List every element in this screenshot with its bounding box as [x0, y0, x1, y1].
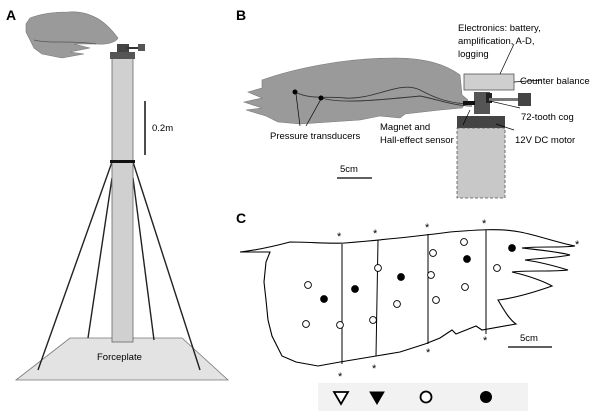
open-circle-marker — [432, 296, 440, 304]
marker-star: * — [372, 363, 377, 375]
open-circle-icon — [419, 390, 433, 404]
open-circle-marker — [460, 238, 468, 246]
marker-star: * — [483, 335, 488, 347]
transducer-2 — [318, 95, 324, 101]
section-dividers — [341, 230, 487, 364]
cog-label: 72-tooth cog — [521, 112, 574, 123]
panel-b-label: B — [236, 7, 246, 23]
marker-star: * — [482, 218, 487, 230]
open-circle-marker — [461, 283, 469, 291]
marker-star: * — [338, 371, 343, 383]
marker-star: * — [426, 347, 431, 359]
marker-star: * — [373, 228, 378, 240]
marker-star: * — [425, 222, 430, 234]
scale-label-b: 5cm — [340, 164, 358, 175]
marker-star: * — [337, 231, 342, 243]
mount-small — [117, 44, 129, 52]
transducer-1 — [292, 89, 298, 95]
panel-c-label: C — [236, 210, 246, 226]
motor-body — [456, 127, 506, 199]
electronics-box — [463, 73, 515, 91]
open-circle-marker — [493, 264, 501, 272]
filled-circle-marker — [351, 285, 359, 293]
filled-circle-marker — [397, 273, 405, 281]
pole-joint — [110, 160, 135, 163]
forceplate — [14, 337, 230, 381]
filled-circle-marker — [463, 255, 471, 263]
panel-a-label: A — [6, 7, 16, 23]
section-markers: * * * * * * * * * — [337, 218, 580, 383]
counter-balance-label: Counter balance — [520, 76, 590, 87]
magnet — [463, 101, 475, 105]
open-circle-marker — [374, 264, 382, 272]
symbol-legend — [318, 383, 528, 411]
electronics-label-3: logging — [458, 49, 489, 60]
marker-star: * — [575, 239, 580, 251]
panel-b-apparatus — [242, 57, 531, 199]
pole — [111, 57, 134, 343]
leader-lines-b — [295, 43, 543, 131]
open-circle-marker — [304, 281, 312, 289]
open-circle-marker — [369, 316, 377, 324]
panel-a-rig — [14, 11, 230, 381]
transducers-label: Pressure transducers — [270, 131, 361, 142]
open-circle-marker — [393, 300, 401, 308]
filled-circle-marker — [508, 244, 516, 252]
pole-cap — [110, 52, 135, 59]
open-circle-marker — [427, 271, 435, 279]
transducer-positions — [302, 238, 516, 329]
open-circle-marker — [302, 320, 310, 328]
panel-c-fin — [239, 229, 576, 367]
counter-balance — [518, 93, 531, 106]
magnet-label-2: Hall-effect sensor — [380, 135, 454, 146]
open-triangle-icon — [332, 391, 350, 406]
electronics-label-1: Electronics: battery, — [458, 23, 541, 34]
magnet-label-1: Magnet and — [380, 122, 430, 133]
electronics-label-2: amplification, A-D, — [458, 36, 535, 47]
guy-wires — [37, 161, 201, 371]
open-circle-marker — [429, 249, 437, 257]
motor-label: 12V DC motor — [515, 135, 575, 146]
scale-label-c: 5cm — [520, 333, 538, 344]
motor-top — [457, 116, 505, 128]
forceplate-label: Forceplate — [97, 352, 142, 363]
open-circle-marker — [336, 321, 344, 329]
fin-small — [25, 11, 119, 59]
fin-outline — [239, 229, 576, 367]
shaft — [489, 98, 519, 101]
filled-circle-icon — [480, 391, 492, 403]
filled-circle-marker — [320, 295, 328, 303]
fin-large — [242, 57, 469, 125]
filled-triangle-icon — [369, 391, 385, 405]
scale-label-a: 0.2m — [152, 123, 173, 134]
